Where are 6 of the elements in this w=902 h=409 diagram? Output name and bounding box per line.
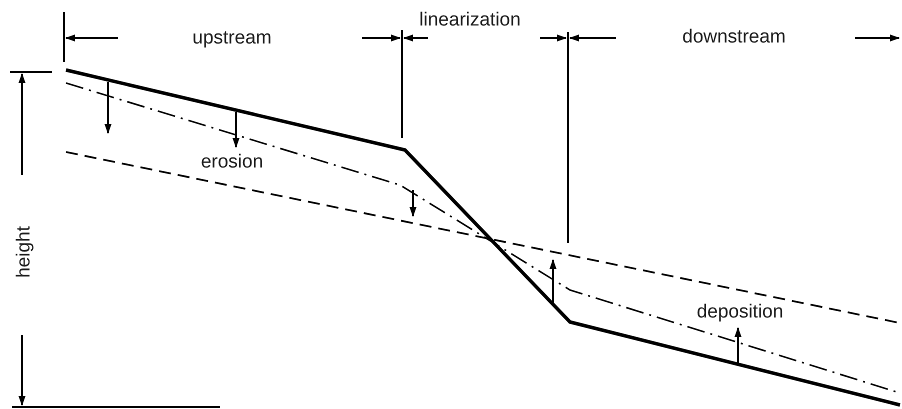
region-label: upstream bbox=[192, 28, 272, 48]
region-label: downstream bbox=[682, 28, 786, 46]
region-label: erosion bbox=[200, 152, 264, 172]
region-label: deposition bbox=[696, 302, 784, 322]
axis-label: height bbox=[14, 226, 34, 278]
region-label: linearization bbox=[419, 10, 521, 30]
